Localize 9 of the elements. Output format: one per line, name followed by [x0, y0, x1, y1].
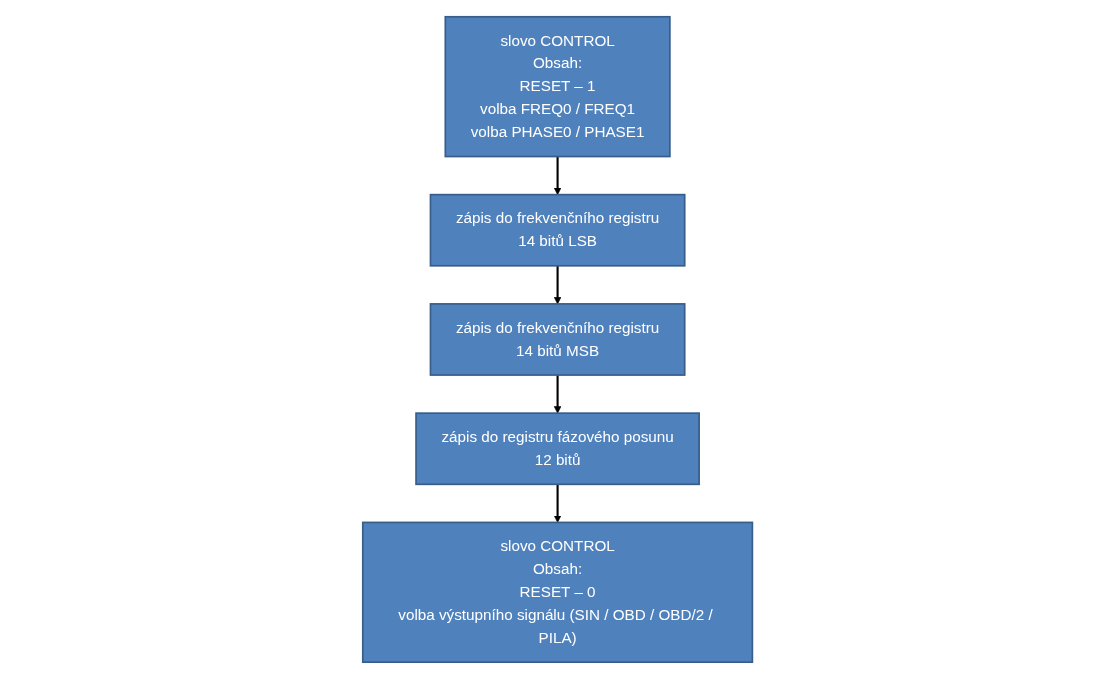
node-box: zápis do registru fázového posunu 12 bitů	[415, 412, 700, 486]
arrow	[553, 265, 562, 305]
arrow	[553, 375, 562, 414]
node-box: slovo CONTROL Obsah: RESET – 1 volba FREQ0 / FREQ1 volba PHASE0 / PHASE1	[444, 15, 671, 158]
arrow	[553, 156, 562, 195]
node-box: slovo CONTROL Obsah: RESET – 0 volba výstupního signálu (SIN / OBD / OBD/2 / PILA)	[361, 521, 754, 664]
arrow	[553, 484, 562, 523]
node-box: zápis do frekvenčního registru 14 bitů LSB	[429, 193, 686, 267]
node-box: zápis do frekvenčního registru 14 bitů MSB	[429, 303, 686, 376]
